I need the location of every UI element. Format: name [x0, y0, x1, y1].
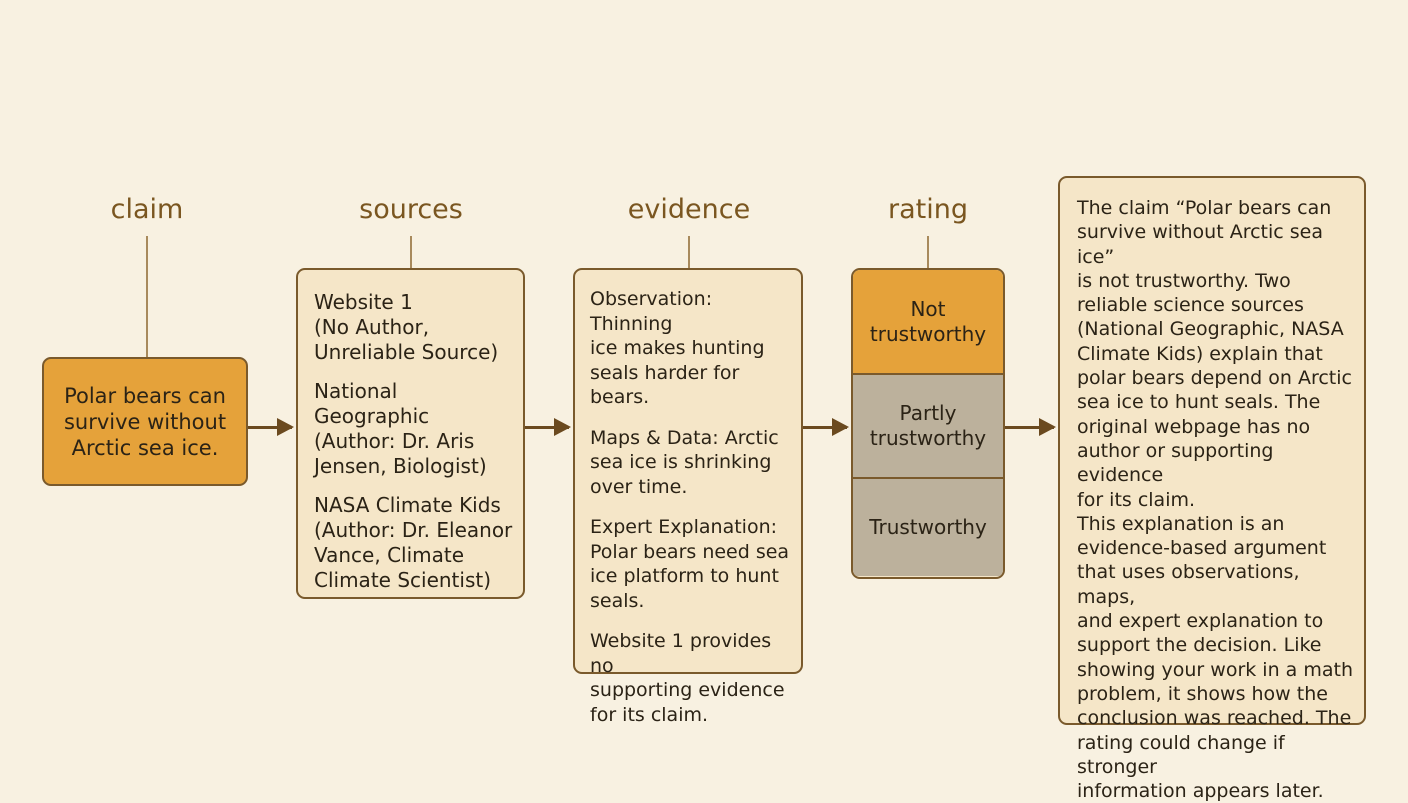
- source-item: National Geographic (Author: Dr. Aris Je…: [314, 379, 487, 478]
- arrow-rating-to-summary: [1005, 418, 1056, 436]
- arrow-claim-to-sources: [248, 418, 294, 436]
- rating-trustworthy: Trustworthy: [853, 477, 1003, 576]
- heading-rating: rating: [888, 194, 968, 225]
- evidence-box: Observation: Thinning ice makes hunting …: [573, 268, 803, 726]
- heading-sources: sources: [359, 194, 463, 225]
- stem-evidence: [688, 236, 690, 268]
- source-item: Website 1 (No Author, Unreliable Source): [314, 290, 499, 364]
- heading-claim: claim: [110, 194, 184, 225]
- summary-paragraph: The claim “Polar bears can survive witho…: [1077, 197, 1352, 511]
- evidence-item: Maps & Data: Arctic sea ice is shrinking…: [590, 426, 779, 498]
- evidence-item: Expert Explanation: Polar bears need sea…: [590, 516, 790, 612]
- claim-text: Polar bears can survive without Arctic s…: [63, 383, 227, 460]
- heading-evidence: evidence: [627, 194, 751, 225]
- claim-box: Polar bears can survive without Arctic s…: [42, 357, 248, 486]
- summary-box: The claim “Polar bears can survive witho…: [1058, 176, 1366, 802]
- rating-box: Not trustworthy Partly trustworthy Trust…: [851, 268, 1005, 579]
- evidence-item: Observation: Thinning ice makes hunting …: [590, 288, 765, 408]
- stem-sources: [410, 236, 412, 268]
- rating-trustworthy-label: Trustworthy: [869, 515, 987, 539]
- rating-partly-trustworthy: Partly trustworthy: [853, 373, 1003, 477]
- rating-not-trustworthy-label: Not trustworthy: [869, 296, 987, 346]
- stem-claim: [146, 236, 148, 357]
- arrow-evidence-to-rating: [803, 418, 849, 436]
- summary-paragraph: This explanation is an evidence-based ar…: [1077, 512, 1353, 803]
- evidence-item: Website 1 provides no supporting evidenc…: [590, 630, 785, 726]
- sources-box: Website 1 (No Author, Unreliable Source)…: [296, 268, 525, 599]
- stem-rating: [927, 236, 929, 268]
- arrow-sources-to-evidence: [525, 418, 571, 436]
- rating-partly-trustworthy-label: Partly trustworthy: [869, 401, 987, 450]
- source-item: NASA Climate Kids (Author: Dr. Eleanor V…: [314, 493, 513, 592]
- rating-not-trustworthy: Not trustworthy: [853, 270, 1003, 373]
